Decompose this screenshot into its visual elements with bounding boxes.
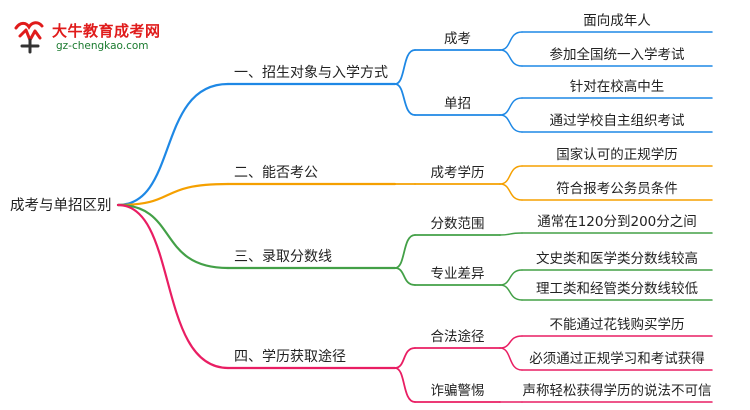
group-label: 合法途径 [431,328,485,345]
leaf-label: 通常在120分到200分之间 [537,214,697,230]
leaf-connector [499,335,523,349]
leaf-label: 面向成年人 [583,13,651,29]
group-label: 分数范围 [431,216,485,232]
leaf-label: 针对在校高中生 [570,78,665,95]
leaf-label: 不能通过花钱购买学历 [550,317,685,333]
leaf-connector [499,284,523,301]
leaf-connector [499,183,523,201]
leaf-connector [499,31,523,51]
watermark-logo: 大牛教育成考网 gz-chengkao.com [10,16,170,56]
group-connector [394,49,416,85]
branch-connector [116,203,230,270]
leaf-connector [499,114,523,133]
group-connector [394,234,416,269]
group-label: 成考 [444,31,471,47]
leaf-label: 理工类和经管类分数线较低 [536,281,698,297]
branch-label: 三、录取分数线 [234,249,332,265]
bull-logo-icon [14,21,44,54]
leaf-connector [499,232,523,236]
branch-label: 四、学历获取途径 [234,348,346,365]
leaf-label: 符合报考公务员条件 [556,180,678,197]
mindmap-connectors [116,31,713,403]
leaf-label: 文史类和医学类分数线较高 [536,250,698,267]
leaf-label: 必须通过正规学习和考试获得 [529,350,705,367]
watermark-title: 大牛教育成考网 [52,22,161,40]
group-connector [394,83,416,116]
root-topic: 成考与单招区别 [10,197,112,214]
group-label: 诈骗警惕 [431,383,485,399]
group-connector [394,267,416,286]
group-label: 专业差异 [431,266,485,282]
leaf-label: 通过学校自主组织考试 [550,112,685,129]
branch-connector [116,82,230,207]
branch-label: 一、招生对象与入学方式 [234,65,388,81]
leaf-connector [499,49,523,67]
group-connector [394,347,416,369]
group-label: 单招 [444,96,471,112]
leaf-label: 参加全国统一入学考试 [550,46,685,63]
watermark-url: gz-chengkao.com [56,40,149,52]
leaf-connector [499,269,523,286]
leaf-connector [499,97,523,116]
branch-connector [116,203,230,370]
branch-connector [116,182,230,207]
leaf-connector [499,347,523,371]
group-connector [394,367,416,403]
branch-label: 二、能否考公 [234,165,318,181]
group-label: 成考学历 [431,165,485,181]
leaf-label: 声称轻松获得学历的说法不可信 [523,382,712,399]
leaf-connector [499,165,523,185]
leaf-label: 国家认可的正规学历 [556,146,678,163]
